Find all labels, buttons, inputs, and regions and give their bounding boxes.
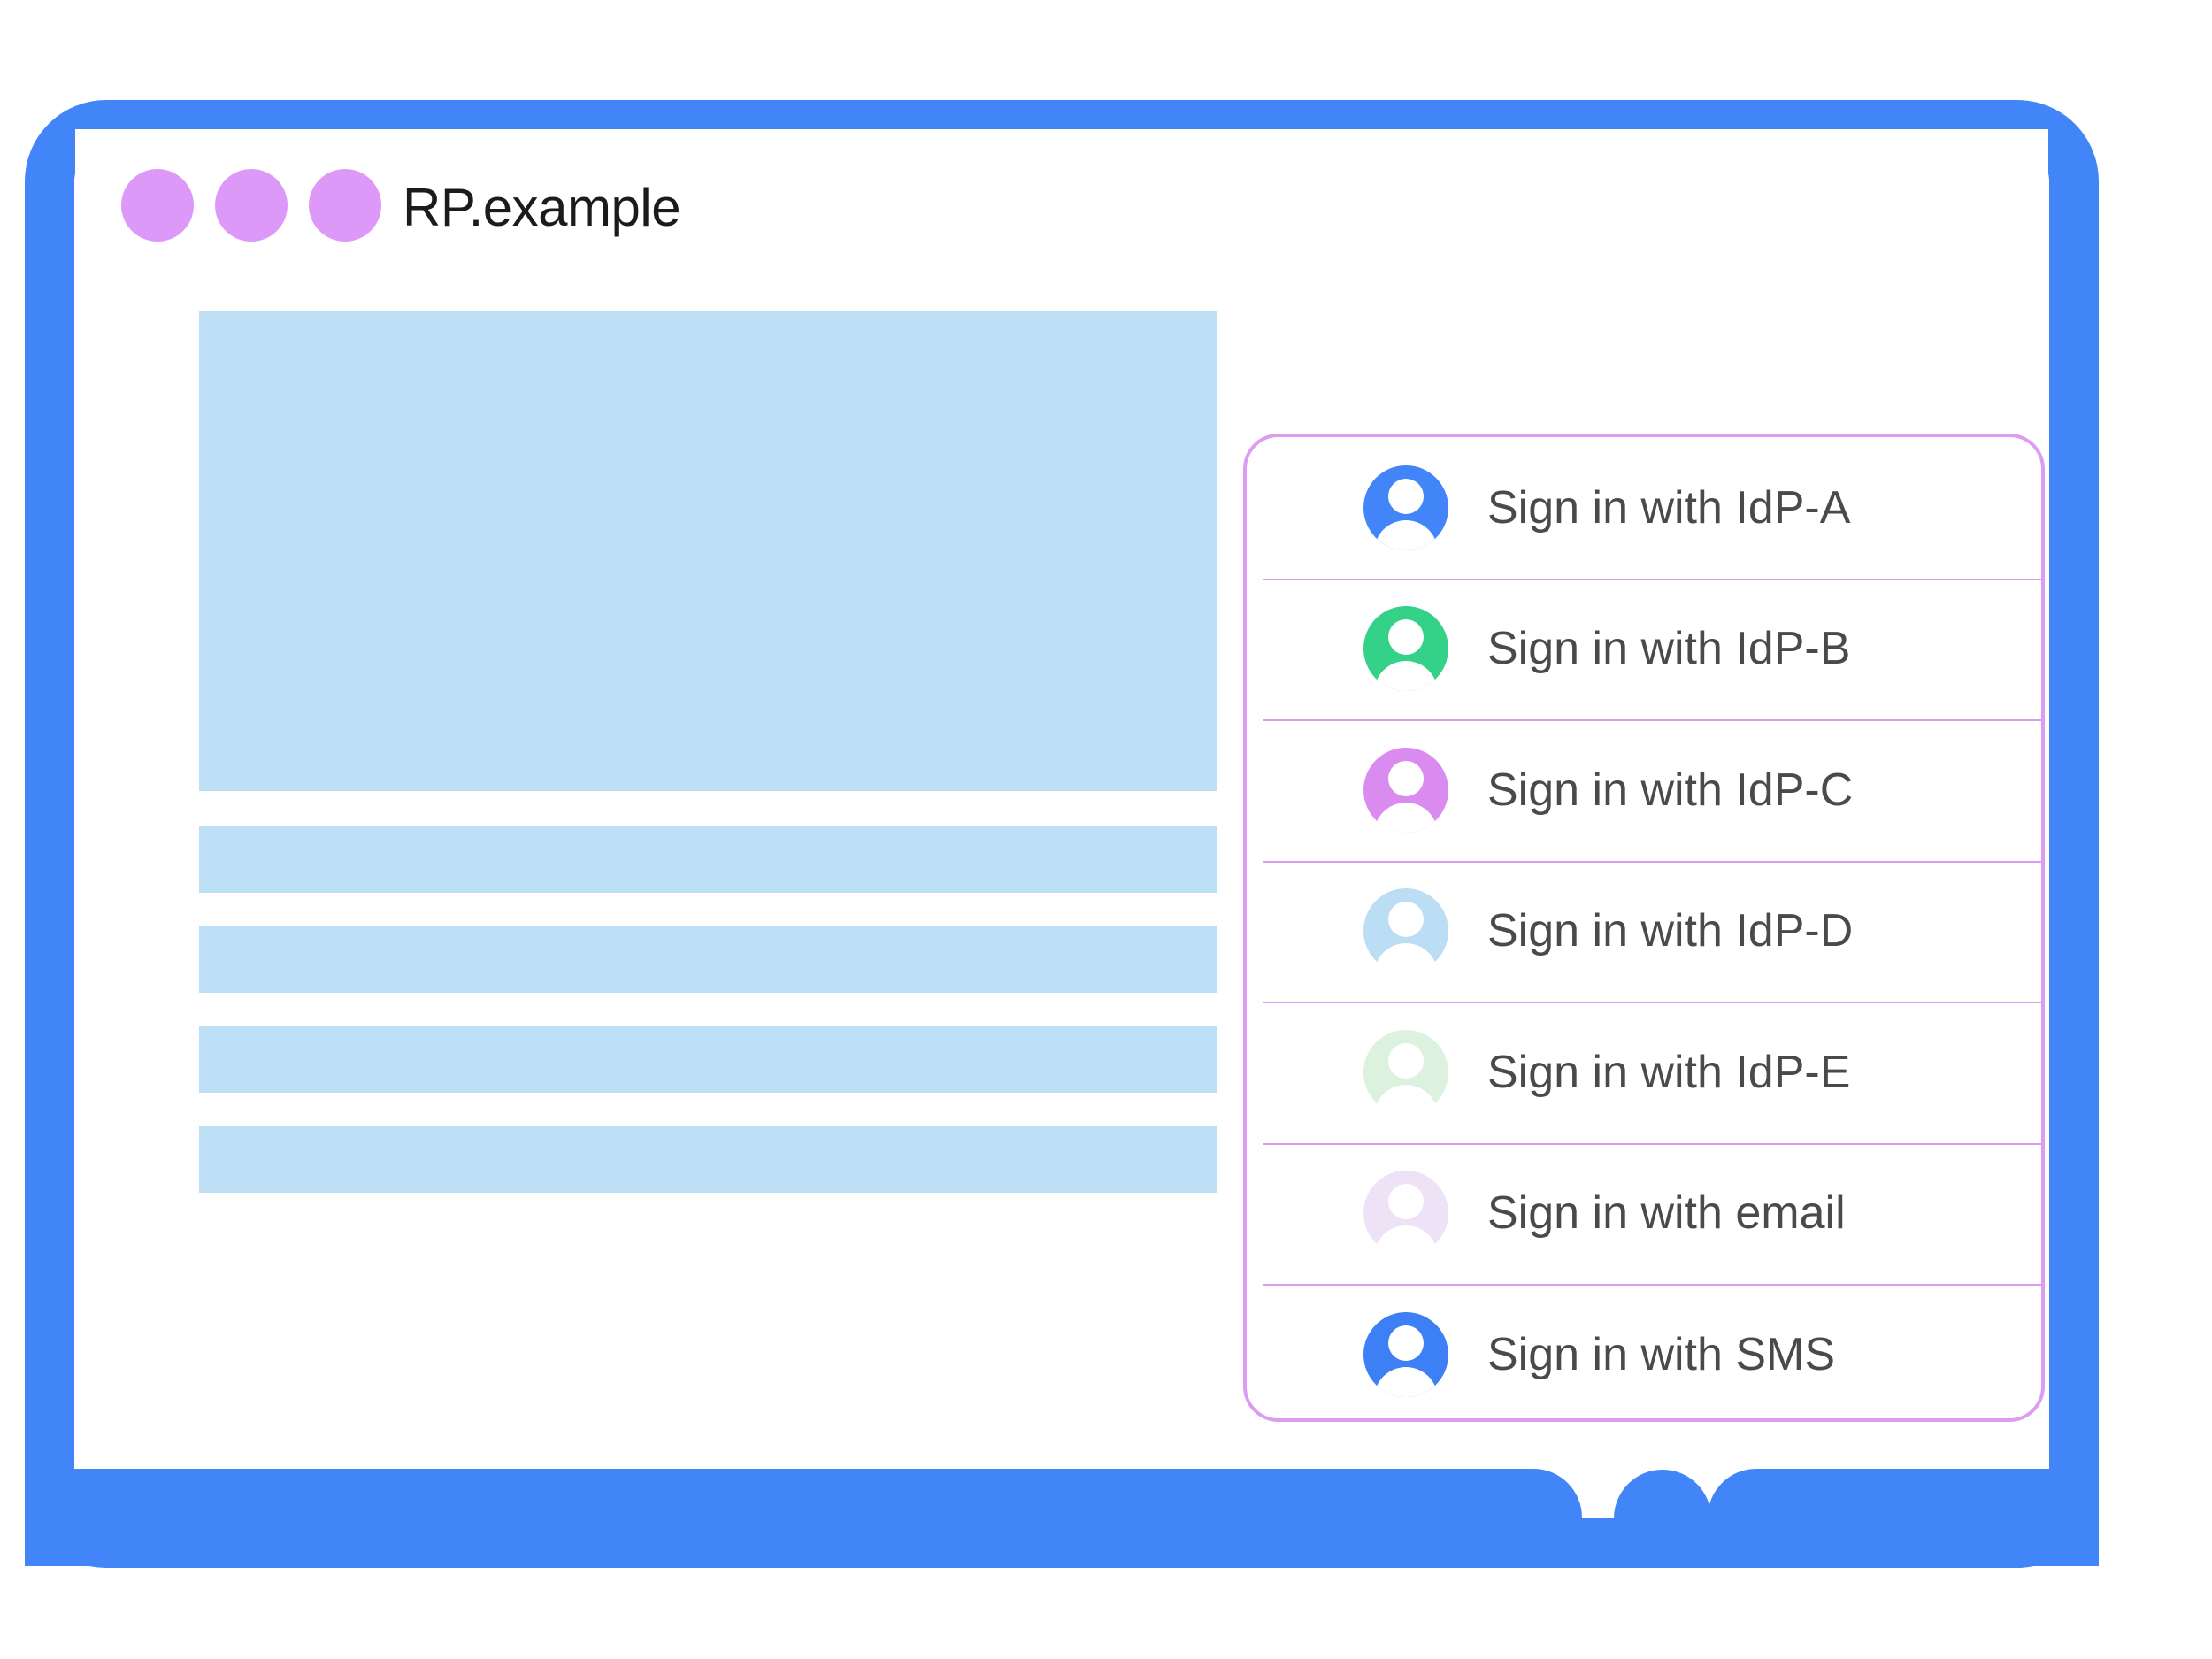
signin-option-label: Sign in with IdP-C <box>1487 764 1854 816</box>
home-button[interactable] <box>1614 1470 1711 1567</box>
device-bottom-bar <box>0 1469 2212 1575</box>
window-dot-1-icon[interactable] <box>121 169 194 242</box>
window-dot-3-icon[interactable] <box>309 169 381 242</box>
signin-account-chooser: Sign in with IdP-A Sign in with IdP-B Sign… <box>1243 434 2045 1422</box>
text-placeholder-2 <box>199 926 1217 993</box>
bottom-bar-left-segment <box>25 1469 1582 1566</box>
signin-options-list: Sign in with IdP-A Sign in with IdP-B Sign… <box>1247 437 2041 1418</box>
signin-option-label: Sign in with email <box>1487 1187 1846 1240</box>
account-avatar-icon <box>1363 465 1448 550</box>
signin-option-sms[interactable]: Sign in with SMS <box>1247 1284 2041 1418</box>
hero-placeholder <box>199 311 1217 791</box>
page-title: RP.example <box>403 178 681 237</box>
signin-option-idp-e[interactable]: Sign in with IdP-E <box>1247 1002 2041 1143</box>
account-avatar-icon <box>1363 1029 1448 1115</box>
signin-option-idp-c[interactable]: Sign in with IdP-C <box>1247 719 2041 861</box>
page-content-placeholders <box>199 311 1217 1226</box>
signin-option-idp-a[interactable]: Sign in with IdP-A <box>1247 437 2041 579</box>
signin-option-label: Sign in with IdP-B <box>1487 623 1851 675</box>
signin-option-label: Sign in with IdP-E <box>1487 1046 1851 1098</box>
frame-bottom-mask <box>74 1451 2049 1471</box>
account-avatar-icon <box>1363 747 1448 833</box>
bottom-bar-right-segment <box>1708 1469 2099 1566</box>
signin-option-idp-d[interactable]: Sign in with IdP-D <box>1247 860 2041 1002</box>
text-placeholder-3 <box>199 1026 1217 1093</box>
text-placeholder-4 <box>199 1126 1217 1193</box>
browser-title-bar: RP.example <box>75 129 2048 293</box>
account-avatar-icon <box>1363 1171 1448 1256</box>
signin-option-idp-b[interactable]: Sign in with IdP-B <box>1247 578 2041 720</box>
account-avatar-icon <box>1363 1311 1448 1397</box>
signin-option-label: Sign in with SMS <box>1487 1328 1836 1380</box>
window-dot-2-icon[interactable] <box>215 169 288 242</box>
account-avatar-icon <box>1363 606 1448 692</box>
account-avatar-icon <box>1363 888 1448 974</box>
signin-option-email[interactable]: Sign in with email <box>1247 1142 2041 1285</box>
signin-option-label: Sign in with IdP-D <box>1487 905 1854 957</box>
signin-option-label: Sign in with IdP-A <box>1487 481 1851 534</box>
text-placeholder-1 <box>199 826 1217 893</box>
